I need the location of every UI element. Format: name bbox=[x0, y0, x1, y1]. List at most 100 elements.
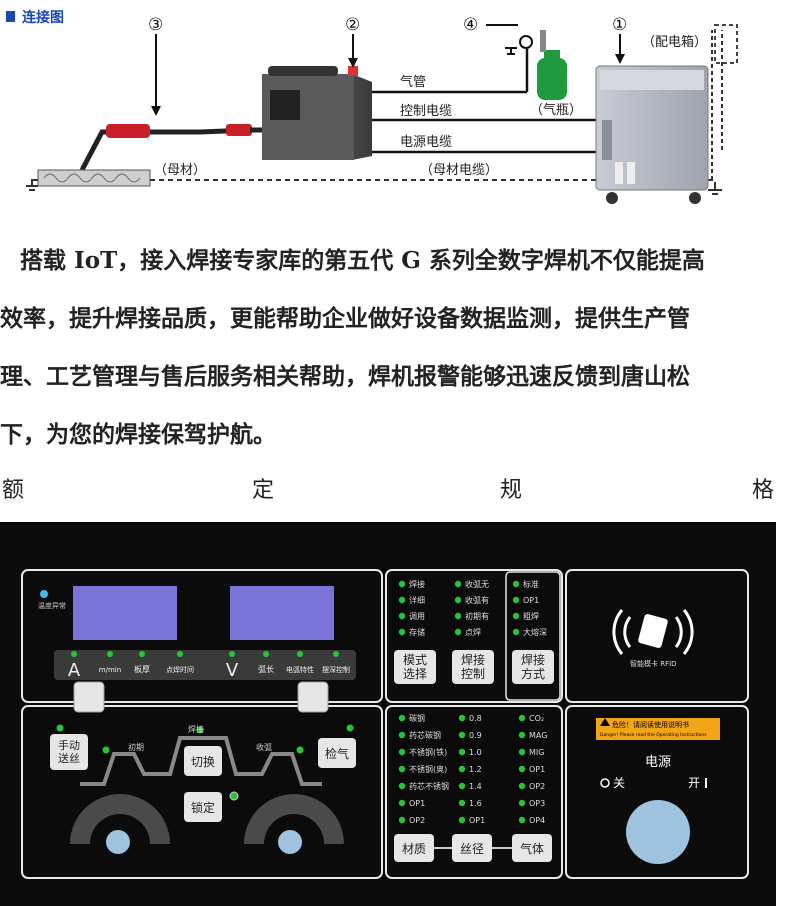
wire-item-led bbox=[458, 782, 466, 790]
wire-item-led bbox=[458, 731, 466, 739]
current-adjust-button[interactable] bbox=[73, 681, 105, 713]
gas-label: 气体 bbox=[520, 841, 544, 856]
spec-heading-char-1: 额 bbox=[2, 478, 25, 503]
right-unit-led bbox=[333, 651, 339, 657]
weld-control-button[interactable] bbox=[452, 650, 494, 684]
material-item-led bbox=[398, 816, 406, 824]
material-item-led bbox=[398, 782, 406, 790]
intro-paragraph: 搭载 IoT，接入焊接专家库的第五代 G 系列全数字焊机不仅能提高 效率，提升焊… bbox=[0, 232, 790, 464]
func-list-2-item-led bbox=[454, 628, 462, 636]
wire-button[interactable] bbox=[452, 834, 492, 862]
right-unit-led bbox=[263, 651, 269, 657]
paragraph-line-2: 效率，提升焊接品质，更能帮助企业做好设备数据监测，提供生产管 bbox=[0, 305, 690, 332]
label-base-metal-cable: （母材电缆） bbox=[420, 162, 498, 178]
manual-feed-button[interactable] bbox=[50, 734, 88, 770]
gas-item-led bbox=[518, 765, 526, 773]
func-list-3-item-led bbox=[512, 612, 520, 620]
material-label: 材质 bbox=[402, 842, 426, 856]
func-list-1-item-led bbox=[398, 628, 406, 636]
gas-item-label: OP3 bbox=[529, 799, 545, 808]
marker-1: ① bbox=[612, 15, 627, 35]
gas-item-led bbox=[518, 748, 526, 756]
gas-item-label: MIG bbox=[529, 748, 544, 757]
marker-4: ④ bbox=[463, 15, 478, 35]
func-list-2-item-led bbox=[454, 596, 462, 604]
func-list-3-item-led bbox=[512, 628, 520, 636]
sequence-led bbox=[56, 724, 64, 732]
switch-button[interactable] bbox=[184, 746, 222, 776]
material-item-label: 药芯碳钢 bbox=[409, 730, 441, 740]
material-item-led bbox=[398, 731, 406, 739]
wire-item-label: 1.6 bbox=[469, 799, 482, 808]
switch-label: 切换 bbox=[191, 755, 215, 769]
gas-item-label: CO₂ bbox=[529, 714, 544, 723]
sequence-led bbox=[296, 746, 304, 754]
label-distribution-box: （配电箱） bbox=[642, 34, 707, 50]
temp-alarm-led bbox=[40, 590, 48, 598]
marker-3: ③ bbox=[148, 15, 163, 35]
paragraph-line-4: 下，为您的焊接保驾护航。 bbox=[0, 421, 276, 448]
section-marker-icon bbox=[6, 11, 15, 22]
rfid-label: 智能模卡 RFID bbox=[630, 659, 677, 668]
func-list-3-item-led bbox=[512, 596, 520, 604]
gas-button[interactable] bbox=[512, 834, 552, 862]
func-list-1-item-label: 详细 bbox=[409, 595, 425, 605]
sequence-led bbox=[196, 726, 204, 734]
connection-diagram: 连接图 bbox=[6, 9, 738, 204]
label-control-cable: 控制电缆 bbox=[400, 103, 452, 119]
lock-label: 锁定 bbox=[191, 800, 215, 815]
wire-item-label: 0.8 bbox=[469, 714, 482, 723]
gas-item-led bbox=[518, 782, 526, 790]
right-unit-label: 弧长 bbox=[258, 664, 274, 674]
right-unit-led bbox=[229, 651, 235, 657]
right-unit-label: V bbox=[226, 660, 239, 681]
label-gas-hose: 气管 bbox=[400, 74, 426, 90]
mode-select-button[interactable] bbox=[394, 650, 436, 684]
section-title: 连接图 bbox=[22, 9, 64, 26]
lock-button[interactable] bbox=[184, 792, 222, 822]
material-item-led bbox=[398, 765, 406, 773]
func-list-3-item-label: 标准 bbox=[523, 579, 539, 589]
warning-label bbox=[596, 718, 720, 740]
wire-item-label: OP1 bbox=[469, 816, 485, 825]
func-list-3-item-led bbox=[512, 580, 520, 588]
func-list-2-item-led bbox=[454, 612, 462, 620]
material-item-label: 药芯不锈钢 bbox=[409, 781, 449, 791]
gas-item-led bbox=[518, 816, 526, 824]
rfid-icon bbox=[612, 609, 694, 655]
gas-check-button[interactable] bbox=[318, 738, 356, 768]
weld-method-button[interactable] bbox=[512, 650, 554, 684]
material-item-label: 碳钢 bbox=[409, 713, 425, 723]
gas-item-led bbox=[518, 799, 526, 807]
right-unit-led bbox=[297, 651, 303, 657]
gas-item-label: OP2 bbox=[529, 782, 545, 791]
left-unit-led bbox=[177, 651, 183, 657]
wire-item-led bbox=[458, 799, 466, 807]
sequence-led bbox=[102, 746, 110, 754]
voltage-adjust-button[interactable] bbox=[297, 681, 329, 713]
left-unit-label: 板厚 bbox=[134, 664, 150, 674]
material-item-led bbox=[398, 799, 406, 807]
func-list-2-item-led bbox=[454, 580, 462, 588]
warning-subtext: Danger! Please read the Operating Instru… bbox=[600, 732, 707, 738]
gas-item-led bbox=[518, 714, 526, 722]
power-switch[interactable] bbox=[626, 800, 690, 864]
gas-item-label: OP1 bbox=[529, 765, 545, 774]
temp-alarm-label: 温度异常 bbox=[38, 601, 66, 610]
left-unit-led bbox=[139, 651, 145, 657]
material-button[interactable] bbox=[394, 834, 434, 862]
left-unit-led bbox=[71, 651, 77, 657]
wire-item-led bbox=[458, 765, 466, 773]
left-unit-led bbox=[107, 651, 113, 657]
weld-control-label: 焊接控制 bbox=[461, 652, 485, 681]
warning-text: 危险！请阅读使用说明书 bbox=[612, 720, 689, 729]
right-knob[interactable] bbox=[278, 830, 302, 854]
welding-torch-icon bbox=[79, 124, 262, 172]
left-knob[interactable] bbox=[106, 830, 130, 854]
spec-heading-char-3: 规 bbox=[500, 478, 523, 503]
lock-led bbox=[229, 791, 239, 801]
func-list-2-item-label: 收弧无 bbox=[465, 579, 489, 589]
paragraph-line-3: 理、工艺管理与售后服务相关帮助，焊机报警能够迅速反馈到唐山松 bbox=[0, 363, 690, 390]
left-unit-label: m/min bbox=[99, 666, 121, 674]
wire-item-led bbox=[458, 714, 466, 722]
